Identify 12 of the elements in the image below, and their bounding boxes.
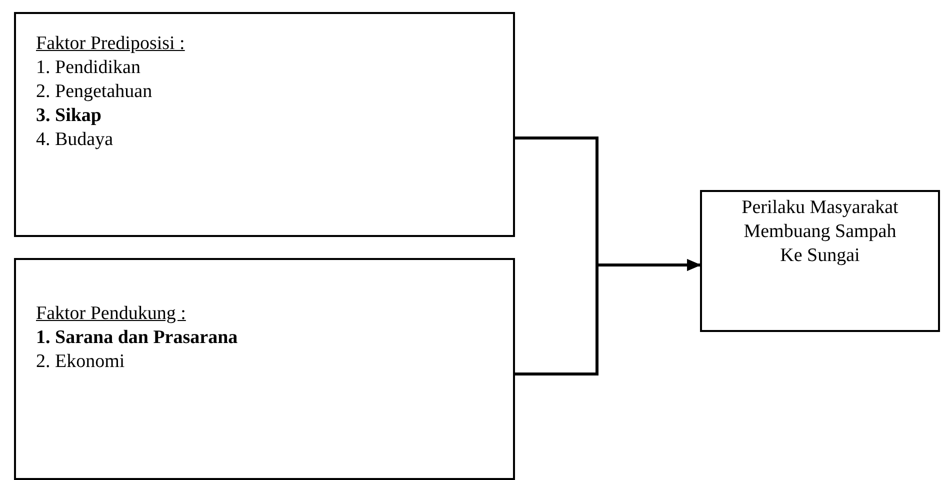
factor-heading: Faktor Prediposisi : — [36, 32, 186, 56]
factor-box — [14, 258, 515, 480]
list-item: 3. Sikap — [36, 104, 102, 128]
factor-heading: Faktor Pendukung : — [36, 302, 187, 326]
box-text: Perilaku Masyarakat Membuang Sampah Ke Sungai — [740, 196, 900, 268]
outcome-box — [700, 190, 940, 332]
list-item: 4. Budaya — [36, 128, 114, 152]
list-item: 1. Pendidikan — [36, 56, 142, 80]
list-item: 1. Sarana dan Prasarana — [36, 326, 239, 350]
factor-box — [14, 12, 515, 237]
list-item: 2. Pengetahuan — [36, 80, 154, 104]
list-item: 2. Ekonomi — [36, 350, 126, 374]
